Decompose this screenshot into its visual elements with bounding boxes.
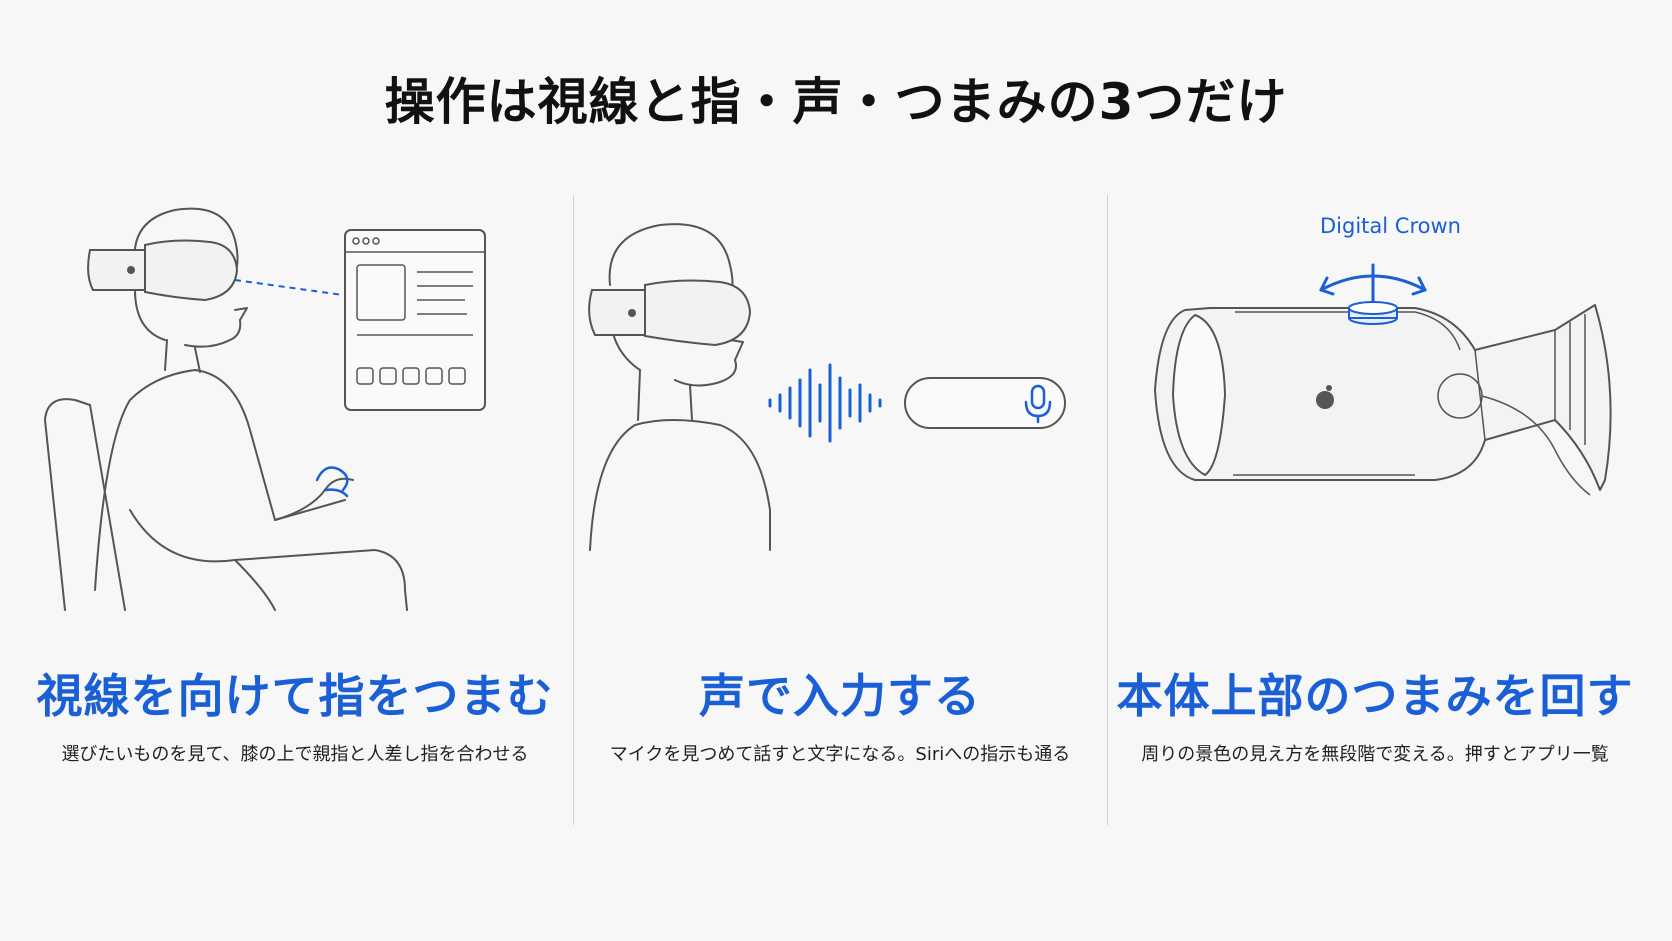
headset-side-illustration (1154, 263, 1612, 496)
panel-description: 選びたいものを見て、膝の上で親指と人差し指を合わせる (61, 744, 529, 765)
panel-voice: 声で入力する マイクを見つめて話すと文字になる。Siriへの指示も通る (580, 190, 1100, 790)
panel-description: 周りの景色の見え方を無段階で変える。押すとアプリ一覧 (1141, 744, 1609, 765)
panel-gaze-pinch: 視線を向けて指をつまむ 選びたいものを見て、膝の上で親指と人差し指を合わせる (35, 190, 555, 790)
panel-crown: Digital Crown 本体上部のつまみを回す 周りの景色の見え方を無段階で… (1115, 190, 1635, 790)
panel-heading: 声で入力する (699, 669, 981, 723)
divider-right (1107, 195, 1108, 825)
gaze-pinch-illustration (44, 207, 486, 611)
digital-crown-label: Digital Crown (1320, 214, 1461, 238)
panel-description: マイクを見つめて話すと文字になる。Siriへの指示も通る (609, 744, 1071, 765)
page-title: 操作は視線と指・声・つまみの3つだけ (384, 73, 1288, 131)
panel-heading: 本体上部のつまみを回す (1116, 669, 1634, 723)
divider-left (573, 195, 574, 825)
panel-heading: 視線を向けて指をつまむ (36, 669, 554, 723)
voice-illustration (588, 223, 1066, 551)
